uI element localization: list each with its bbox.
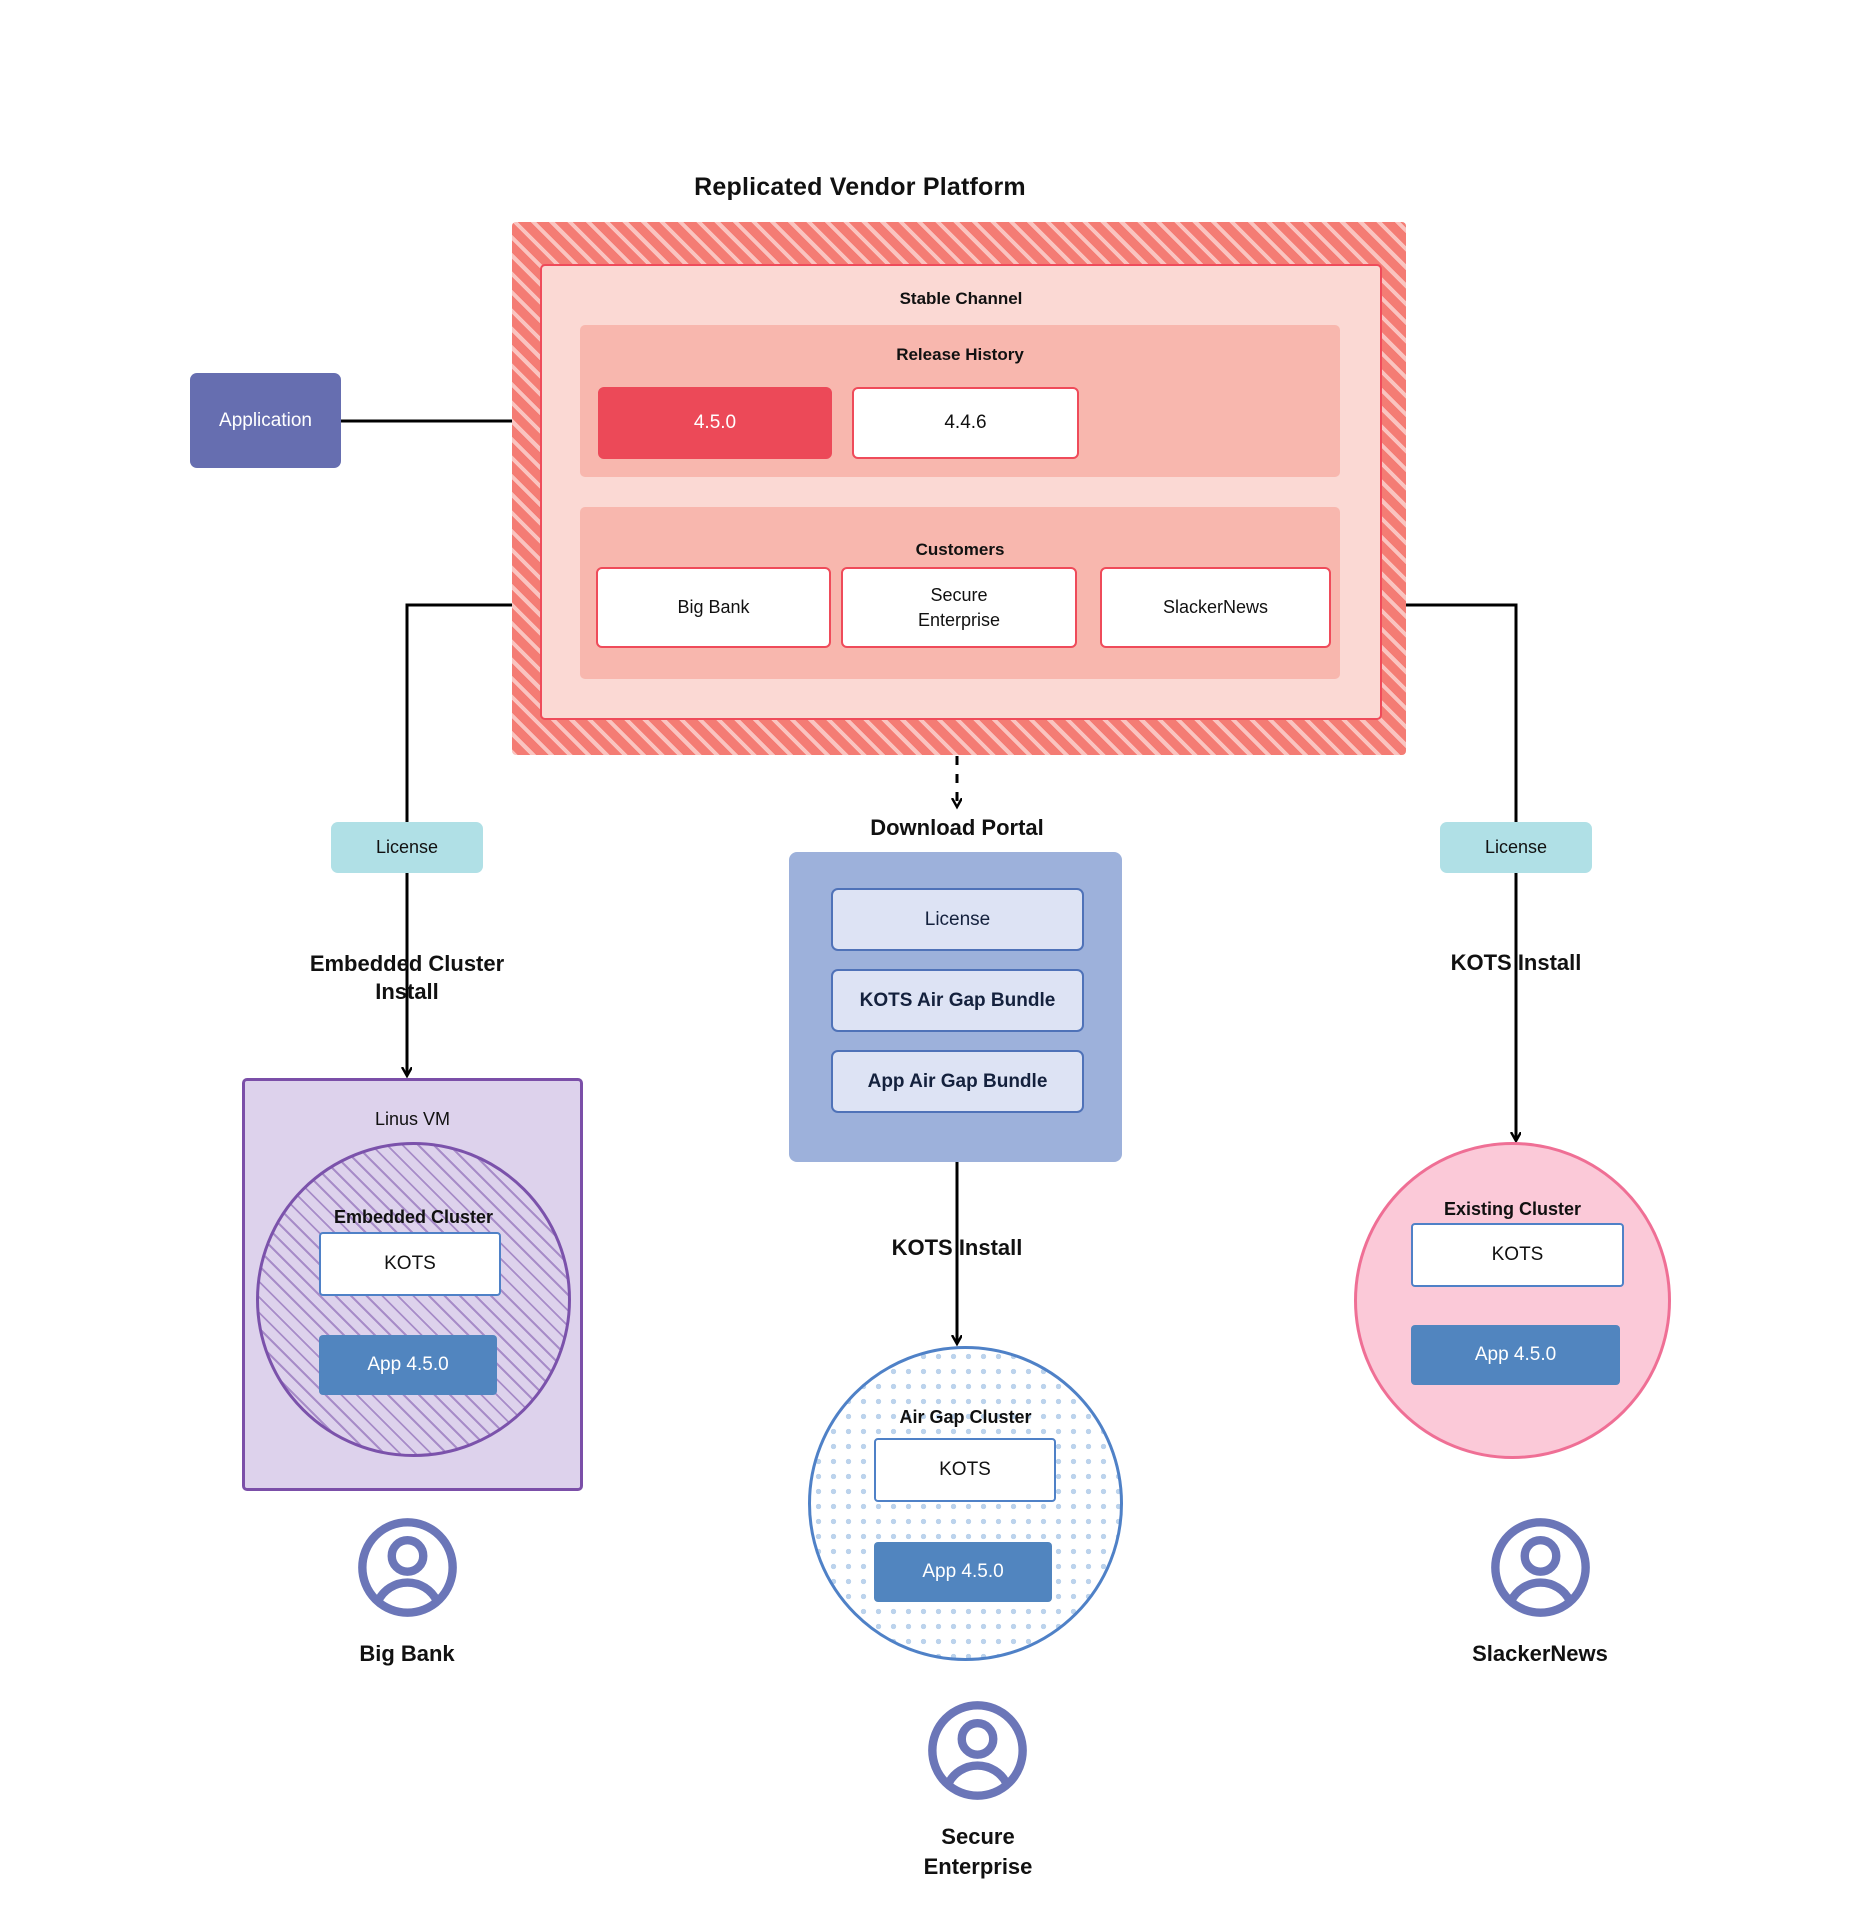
- diagram-title: Replicated Vendor Platform: [694, 172, 1026, 201]
- app-version-box-left[interactable]: App 4.5.0: [319, 1335, 497, 1395]
- release-history-title: Release History: [896, 345, 1024, 364]
- avatar-label-slackernews: SlackerNews: [1472, 1641, 1608, 1666]
- customer-card-secure-enterprise[interactable]: Secure Enterprise: [841, 567, 1077, 648]
- avatar-secure-enterprise: [900, 1698, 1055, 1803]
- customer-card-label: Big Bank: [677, 597, 750, 617]
- license-chip-left[interactable]: License: [331, 822, 483, 873]
- customer-card-label: SlackerNews: [1162, 597, 1269, 617]
- portal-item-app-air-gap-bundle[interactable]: App Air Gap Bundle: [831, 1050, 1084, 1113]
- embedded-cluster-title: Embedded Cluster: [333, 1206, 494, 1227]
- embedded-cluster-circle: Embedded Cluster: [256, 1142, 571, 1457]
- avatar-slackernews: [1463, 1515, 1618, 1620]
- download-portal-title: Download Portal: [870, 815, 1044, 840]
- customer-card-big-bank[interactable]: Big Bank: [596, 567, 831, 648]
- customer-card-label: Secure Enterprise: [917, 584, 1001, 630]
- stable-channel-title: Stable Channel: [899, 289, 1023, 308]
- avatar-big-bank: [330, 1515, 485, 1620]
- user-avatar-icon: [928, 1701, 1027, 1800]
- kots-box-right[interactable]: KOTS: [1411, 1223, 1624, 1287]
- application-node[interactable]: Application: [190, 373, 341, 468]
- customer-card-slackernews[interactable]: SlackerNews: [1100, 567, 1331, 648]
- existing-cluster-circle: Existing Cluster: [1354, 1142, 1671, 1459]
- app-version-box-right[interactable]: App 4.5.0: [1411, 1325, 1620, 1385]
- kots-box-center[interactable]: KOTS: [874, 1438, 1056, 1502]
- linux-vm-title: Linus VM: [374, 1108, 451, 1129]
- kots-install-label-right: KOTS Install: [1450, 950, 1582, 975]
- customers-title: Customers: [915, 540, 1005, 559]
- avatar-label-big-bank: Big Bank: [359, 1641, 455, 1666]
- user-avatar-icon: [1491, 1518, 1590, 1617]
- user-avatar-icon: [358, 1518, 457, 1617]
- embedded-cluster-install-label: Embedded Cluster Install: [309, 951, 505, 1004]
- portal-item-kots-air-gap-bundle[interactable]: KOTS Air Gap Bundle: [831, 969, 1084, 1032]
- air-gap-cluster-circle: Air Gap Cluster: [808, 1346, 1123, 1661]
- existing-cluster-title: Existing Cluster: [1443, 1198, 1582, 1219]
- license-chip-right[interactable]: License: [1440, 822, 1592, 873]
- app-version-box-center[interactable]: App 4.5.0: [874, 1542, 1052, 1602]
- avatar-label-secure-enterprise: Secure Enterprise: [923, 1824, 1033, 1879]
- portal-item-license[interactable]: License: [831, 888, 1084, 951]
- kots-install-label-center: KOTS Install: [891, 1235, 1023, 1260]
- release-item-current[interactable]: 4.5.0: [598, 387, 832, 459]
- air-gap-cluster-title: Air Gap Cluster: [899, 1406, 1032, 1427]
- release-item-previous[interactable]: 4.4.6: [852, 387, 1079, 459]
- kots-box-left[interactable]: KOTS: [319, 1232, 501, 1296]
